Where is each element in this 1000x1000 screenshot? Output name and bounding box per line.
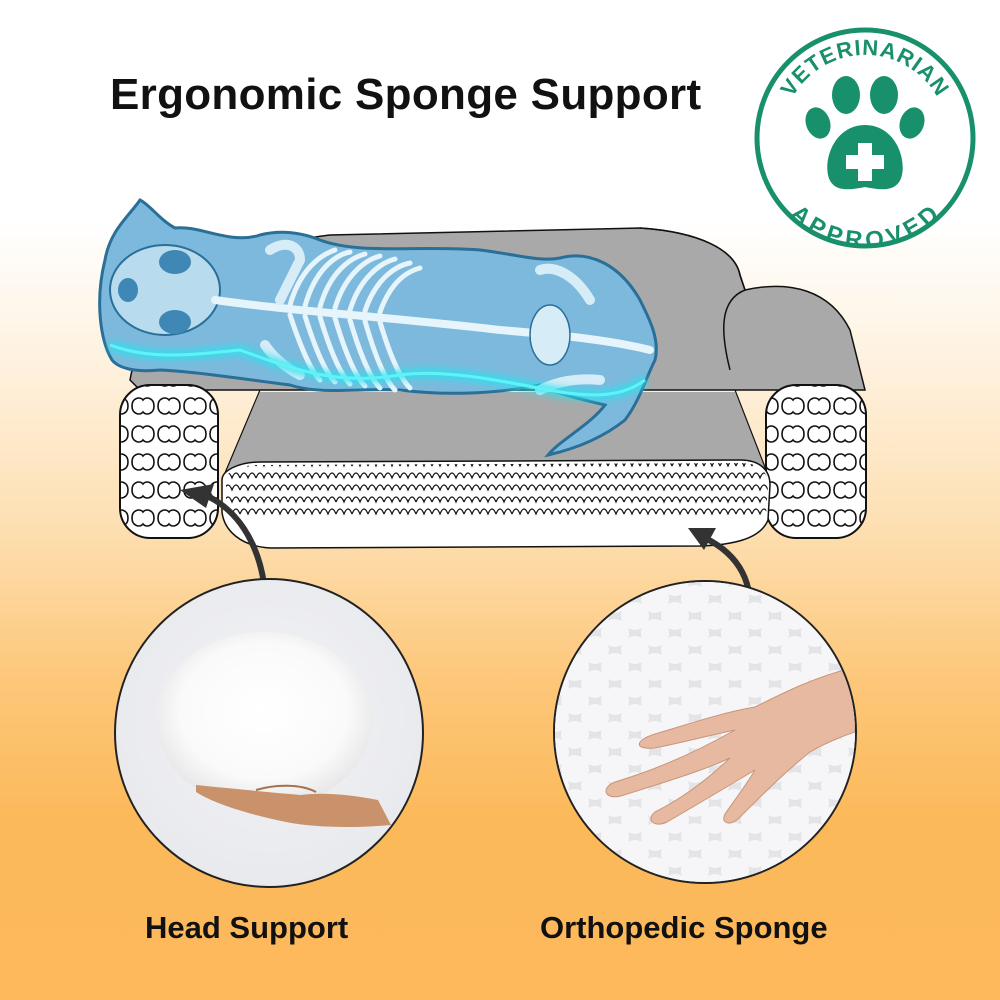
head-support-image: [114, 578, 424, 888]
left-bolster-cross-section: [119, 384, 219, 539]
veterinarian-approved-badge: VETERINARIAN APPROVED: [754, 27, 976, 251]
orthopedic-sponge-label: Orthopedic Sponge: [540, 910, 828, 945]
hand-icon: [605, 666, 855, 825]
hand-icon: [196, 785, 391, 827]
bed-seat: [222, 392, 770, 480]
cotton-fiber-icon: [156, 632, 372, 808]
cross-icon: [846, 143, 884, 181]
orthopedic-sponge-image: [553, 580, 857, 884]
cat-skeleton-icon: [98, 198, 658, 458]
head-support-label: Head Support: [145, 910, 349, 945]
right-bolster-cross-section: [765, 384, 867, 539]
page-title: Ergonomic Sponge Support: [110, 70, 702, 119]
